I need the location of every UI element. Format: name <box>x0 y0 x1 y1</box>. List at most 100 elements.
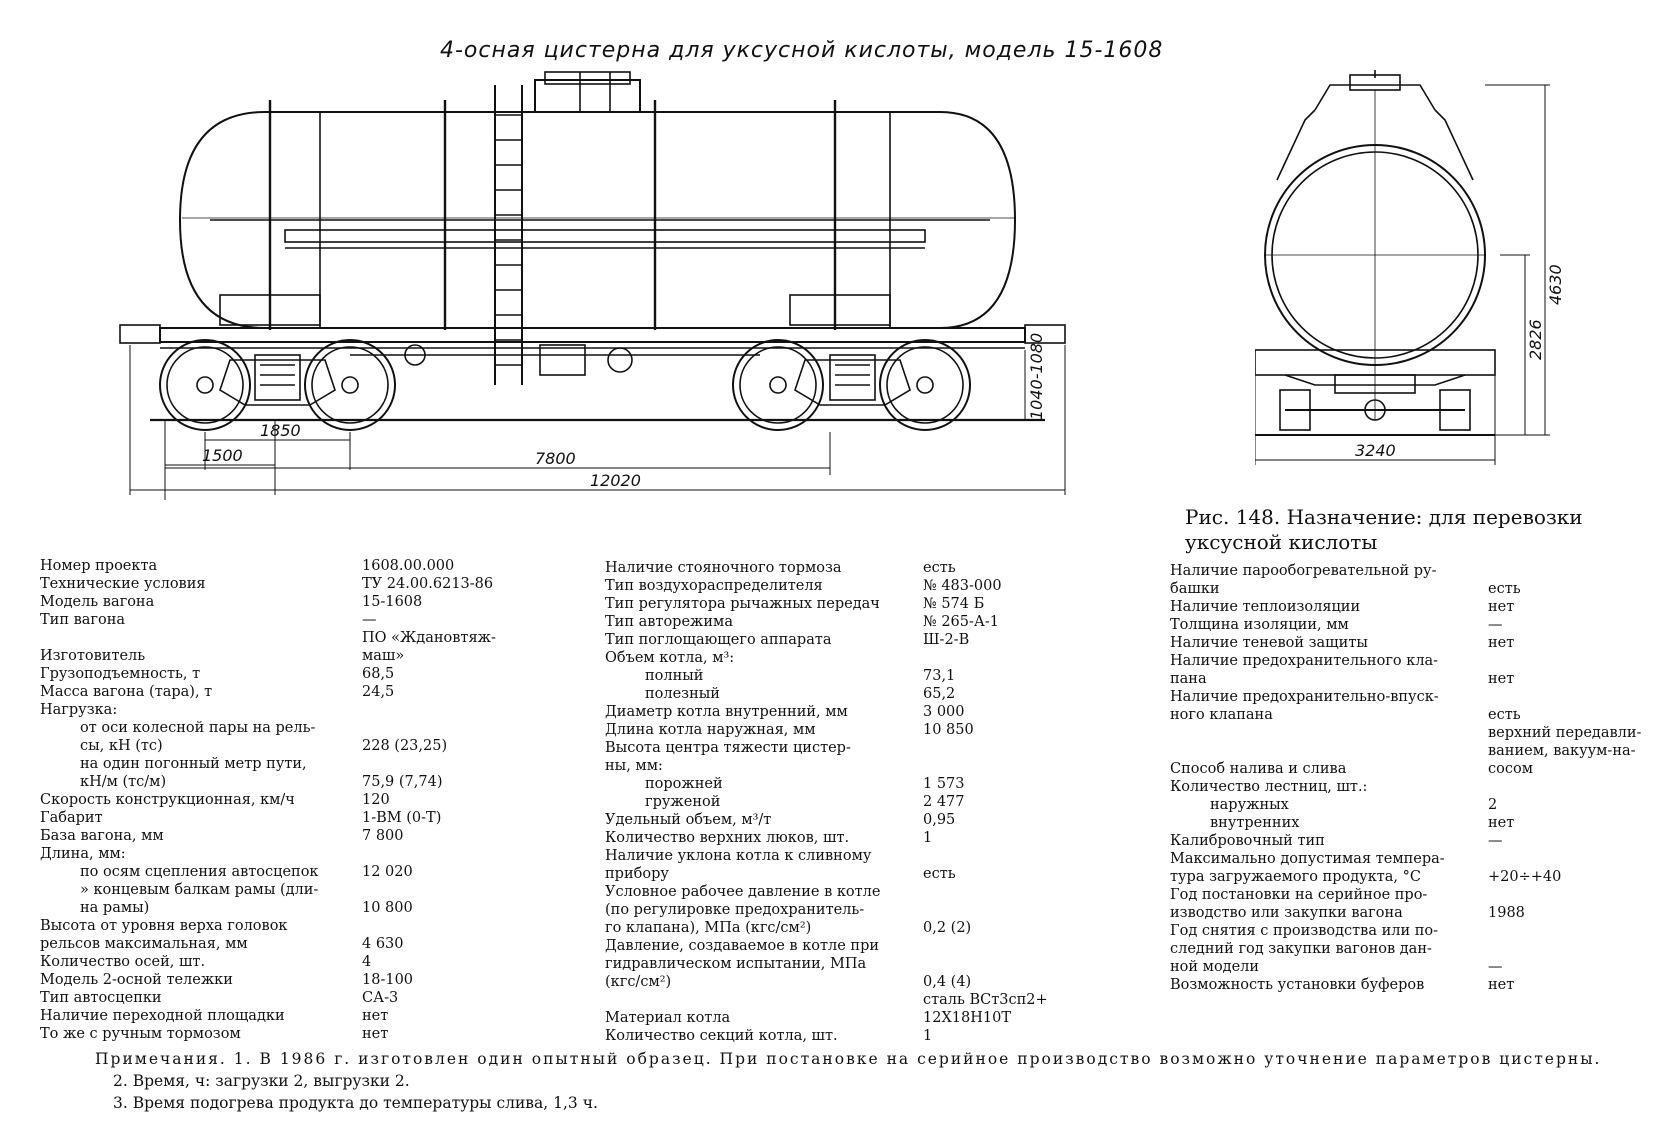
spec-value: 68,5 <box>362 666 395 682</box>
spec-label: Условное рабочее давление в котле (по ре… <box>605 884 881 936</box>
spec-row: Условное рабочее давление в котле (по ре… <box>605 883 1143 937</box>
spec-row: Габарит 1-ВМ (0-Т) <box>40 809 602 827</box>
dim-axis-height: 2826 <box>1526 319 1545 360</box>
spec-label: наружных <box>1210 797 1289 813</box>
spec-value: 12 020 <box>362 864 413 880</box>
spec-label: Нагрузка: <box>40 702 118 718</box>
spec-value: верхний передавли- ванием, вакуум-на- со… <box>1488 725 1642 777</box>
spec-row: Длина, мм: <box>40 845 602 863</box>
spec-row: Высота центра тяжести цистер- ны, мм: <box>605 739 1143 775</box>
spec-row: Тип автосцепки СА-3 <box>40 989 602 1007</box>
spec-label: Номер проекта <box>40 558 158 574</box>
spec-value: 0,95 <box>923 812 956 828</box>
spec-label: груженой <box>645 794 721 810</box>
spec-value: 4 <box>362 954 372 970</box>
spec-label: Удельный объем, м³/т <box>605 812 772 828</box>
spec-label: Количество секций котла, шт. <box>605 1028 838 1044</box>
spec-row: Высота от уровня верха головок рельсов м… <box>40 917 602 953</box>
dim-1500: 1500 <box>202 446 243 465</box>
spec-label: полезный <box>645 686 720 702</box>
spec-label: порожней <box>645 776 723 792</box>
spec-label: Наличие предохранительного кла- пана <box>1170 653 1439 687</box>
spec-label: Масса вагона (тара), т <box>40 684 213 700</box>
spec-label: Количество лестниц, шт.: <box>1170 779 1368 795</box>
spec-row: Год снятия с производства или по- следни… <box>1170 922 1673 976</box>
dim-coupler-height: 1040-1080 <box>1027 333 1046 420</box>
note-line-3: 3. Время подогрева продукта до температу… <box>113 1094 598 1112</box>
spec-label: от оси колесной пары на рель- сы, кН (тс… <box>80 720 316 754</box>
spec-label: Количество верхних люков, шт. <box>605 830 850 846</box>
spec-label: полный <box>645 668 704 684</box>
spec-value: нет <box>1488 599 1515 615</box>
spec-row: Давление, создаваемое в котле при гидрав… <box>605 937 1143 991</box>
spec-row: Количество секций котла, шт.1 <box>605 1027 1143 1045</box>
spec-value: 4 630 <box>362 936 404 952</box>
spec-label: Наличие переходной площадки <box>40 1008 285 1024</box>
spec-label: Тип автосцепки <box>40 990 162 1006</box>
spec-row: Объем котла, м³: <box>605 649 1143 667</box>
spec-row: Количество лестниц, шт.: <box>1170 778 1673 796</box>
spec-value: 1 573 <box>923 776 965 792</box>
spec-row: Удельный объем, м³/т 0,95 <box>605 811 1143 829</box>
spec-row: Количество верхних люков, шт.1 <box>605 829 1143 847</box>
spec-label: Скорость конструкционная, км/ч <box>40 792 295 808</box>
spec-value: 73,1 <box>923 668 956 684</box>
spec-value: 24,5 <box>362 684 395 700</box>
side-view-drawing: 1850 1500 7800 12020 1040-1080 <box>119 71 1066 500</box>
spec-row: Толщина изоляции, мм— <box>1170 616 1673 634</box>
spec-row: от оси колесной пары на рель- сы, кН (тс… <box>40 719 602 755</box>
spec-value: 1988 <box>1488 905 1525 921</box>
spec-label: Наличие теневой защиты <box>1170 635 1368 651</box>
spec-row: Калибровочный тип— <box>1170 832 1673 850</box>
spec-value: 10 850 <box>923 722 974 738</box>
spec-label: Тип вагона <box>40 612 126 628</box>
figure-caption: Рис. 148. Назначение: для перевозки уксу… <box>1185 505 1583 554</box>
spec-row: Количество осей, шт.4 <box>40 953 602 971</box>
spec-value: № 265-А-1 <box>923 614 1000 630</box>
spec-label: Возможность установки буферов <box>1170 977 1425 993</box>
spec-value: — <box>362 612 377 628</box>
spec-value: — <box>1488 959 1503 975</box>
spec-row: Наличие предохранительно-впуск- ного кла… <box>1170 688 1673 724</box>
spec-label: Наличие уклона котла к сливному прибору <box>605 848 872 882</box>
spec-value: нет <box>1488 815 1515 831</box>
spec-row: Максимально допустимая темпера- тура заг… <box>1170 850 1673 886</box>
spec-label: Тип поглощающего аппарата <box>605 632 832 648</box>
spec-value: 1608.00.000 <box>362 558 455 574</box>
spec-value: 18-100 <box>362 972 414 988</box>
dim-width: 3240 <box>1355 441 1396 460</box>
spec-label: Габарит <box>40 810 103 826</box>
end-view-drawing: 3240 4630 2826 <box>1255 70 1565 465</box>
spec-value: нет <box>362 1026 389 1042</box>
spec-row: полный 73,1 <box>605 667 1143 685</box>
spec-value: 1-ВМ (0-Т) <box>362 810 442 826</box>
spec-label: Год постановки на серийное про- изводств… <box>1170 887 1428 921</box>
spec-value: СА-3 <box>362 990 399 1006</box>
spec-label: Технические условия <box>40 576 206 592</box>
spec-value: нет <box>1488 671 1515 687</box>
spec-value: 75,9 (7,74) <box>362 774 443 790</box>
spec-row: Наличие предохранительного кла- пана нет <box>1170 652 1673 688</box>
spec-row: » концевым балкам рамы (дли- на рамы)10 … <box>40 881 602 917</box>
dim-bogie-base: 1850 <box>260 421 301 440</box>
spec-row: Год постановки на серийное про- изводств… <box>1170 886 1673 922</box>
spec-value: — <box>1488 833 1503 849</box>
